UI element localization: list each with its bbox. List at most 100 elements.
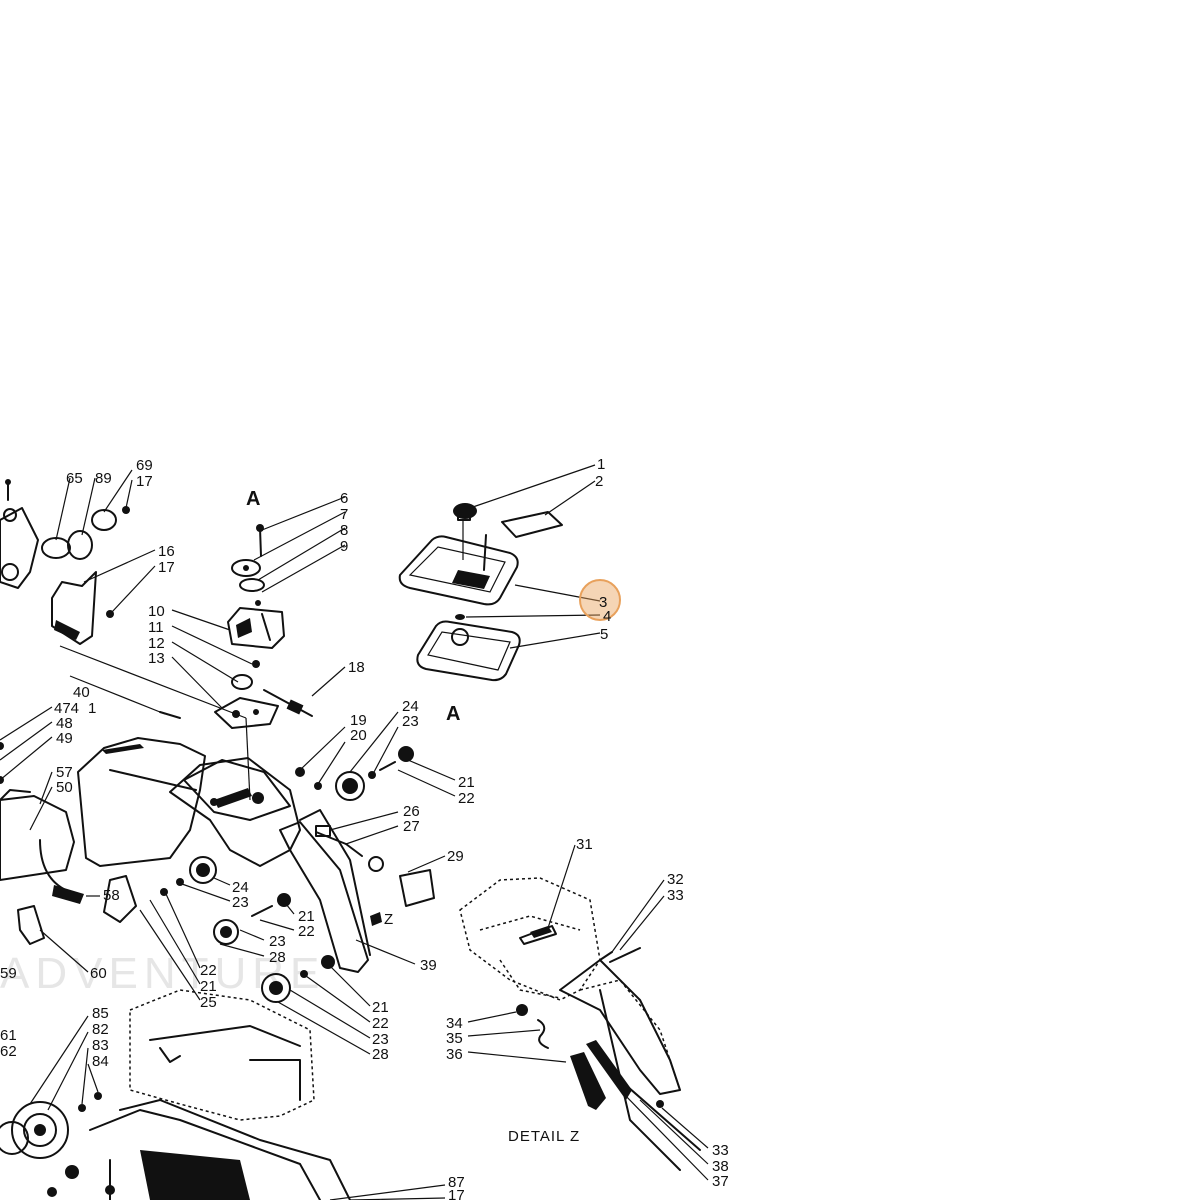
part-label-49: 49 [56, 730, 73, 747]
throttle-rod-part-18 [263, 689, 313, 717]
knob-stem [457, 513, 471, 521]
part-label-34: 34 [446, 1015, 463, 1032]
part-label-87: 87 [448, 1174, 465, 1191]
part-label-7: 7 [340, 506, 348, 523]
part-label-33b: 33 [712, 1142, 729, 1159]
gasket-part-8 [239, 578, 265, 592]
filter-cover-part-3 [398, 535, 519, 606]
part-label-48: 48 [56, 715, 73, 732]
carb-base-part-13 [214, 697, 279, 729]
part-label-41: 1 [88, 700, 96, 717]
part-label-82: 82 [92, 1021, 109, 1038]
highlight-circle [579, 579, 621, 621]
trigger-lever [586, 1040, 632, 1100]
part-label-24a: 24 [402, 698, 419, 715]
engine-block [0, 989, 446, 1200]
fuel-tank-part-50 [0, 795, 75, 881]
filter-center-ring [451, 628, 469, 646]
part-label-37: 37 [712, 1173, 729, 1190]
handle-bracket-parts [0, 469, 247, 719]
nut-part-27 [368, 856, 384, 872]
section-letter-z: Z [384, 911, 393, 928]
part-label-21d: 21 [372, 999, 389, 1016]
part-label-8: 8 [340, 522, 348, 539]
part-label-60: 60 [90, 965, 107, 982]
filter-element-inner [427, 631, 511, 671]
spring-part-89 [67, 530, 93, 560]
part-label-22a: 22 [458, 790, 475, 807]
part-label-11: 11 [148, 619, 164, 636]
part-label-17a: 17 [136, 473, 153, 490]
part-label-18: 18 [348, 659, 365, 676]
rear-handle-housing [77, 737, 206, 867]
chain-bar-mount-part-39 [279, 821, 369, 973]
part-label-6: 6 [340, 490, 348, 507]
filter-cover-inner [408, 546, 506, 593]
crankcase-part-25 [129, 989, 315, 1121]
part-label-50: 50 [56, 779, 73, 796]
bushing-part-65 [41, 537, 71, 559]
part-label-21a: 21 [458, 774, 475, 791]
sprocket-part-24b [189, 856, 217, 884]
knob-part-34 [516, 1004, 528, 1016]
handle-fragment [0, 507, 39, 589]
cylinder-housing [169, 757, 301, 867]
air-filter-assembly [398, 464, 601, 682]
section-letter-a-top: A [246, 488, 260, 510]
part-label-4: 4 [603, 608, 611, 625]
part-label-20: 20 [350, 727, 367, 744]
part-label-17c: 17 [448, 1187, 465, 1200]
cover-rib [483, 534, 487, 571]
plate-part-29 [399, 869, 435, 907]
part-label-39: 39 [420, 957, 437, 974]
clutch-drum-part-85 [11, 1101, 69, 1159]
part-label-57: 57 [56, 764, 73, 781]
handle-housing-detail [459, 877, 601, 1001]
carburetor-part-10 [227, 607, 285, 649]
part-label-33a: 33 [667, 887, 684, 904]
part-label-16: 16 [158, 543, 175, 560]
part-label-24b: 24 [232, 879, 249, 896]
cap-part-69 [91, 509, 117, 531]
part-label-23b: 23 [232, 894, 249, 911]
part-label-38: 38 [712, 1158, 729, 1175]
part-label-59: 59 [0, 965, 17, 982]
sprocket-parts [139, 711, 456, 1055]
knob-part-1 [453, 503, 477, 519]
part-label-65: 65 [66, 470, 83, 487]
part-label-27: 27 [403, 818, 420, 835]
watermark-text: ADVENTURE [0, 949, 325, 998]
sprocket-part-23c [213, 919, 239, 945]
washer-part-21a [398, 746, 414, 762]
part-label-28a: 28 [269, 949, 286, 966]
part-label-13: 13 [148, 650, 165, 667]
fuel-tank-area [0, 706, 137, 973]
part-label-2: 2 [595, 473, 603, 490]
part-label-26: 26 [403, 803, 420, 820]
part-label-17b: 17 [158, 559, 175, 576]
part-label-1: 1 [597, 456, 605, 473]
part-label-62: 62 [0, 1043, 17, 1060]
part-label-69: 69 [136, 457, 153, 474]
part-label-25: 25 [200, 994, 217, 1011]
part-label-22b: 22 [298, 923, 315, 940]
cap-part-58 [103, 875, 137, 923]
part-label-12: 12 [148, 635, 165, 652]
part-label-31: 31 [576, 836, 593, 853]
part-label-36: 36 [446, 1046, 463, 1063]
part-label-474: 474 [54, 700, 79, 717]
spring-part-35 [537, 1019, 549, 1049]
main-housing [69, 675, 371, 973]
part-label-19: 19 [350, 712, 367, 729]
part-label-5: 5 [600, 626, 608, 643]
part-label-29: 29 [447, 848, 464, 865]
part-label-22c: 22 [200, 962, 217, 979]
carburetor-assembly [171, 496, 346, 801]
part-label-32: 32 [667, 871, 684, 888]
part-label-89: 89 [95, 470, 112, 487]
part-label-58: 58 [103, 887, 120, 904]
part-label-10: 10 [148, 603, 165, 620]
part-label-61: 61 [0, 1027, 17, 1044]
gasket-part-7 [231, 559, 261, 577]
